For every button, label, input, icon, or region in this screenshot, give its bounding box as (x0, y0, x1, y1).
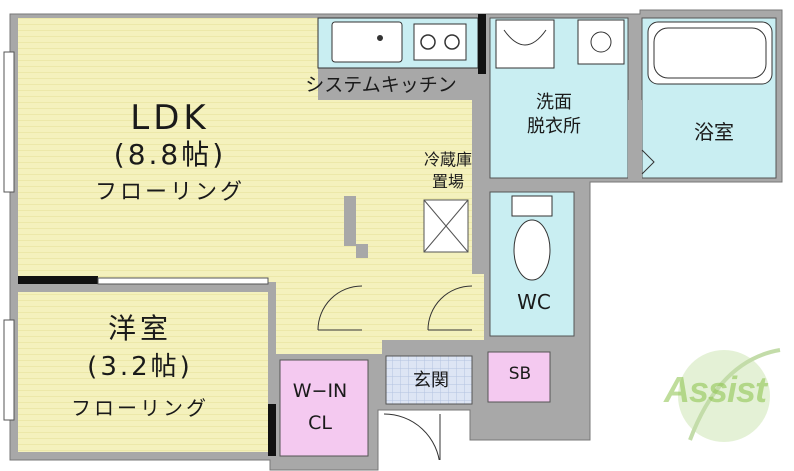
ldk-floor (18, 18, 472, 354)
entrance-label: 玄関 (413, 370, 449, 391)
ldk-name: LDK (130, 98, 210, 138)
closet-label-line1: W−IN (292, 380, 348, 402)
washroom-label-line2: 脱衣所 (527, 116, 581, 137)
assist-logo: Assist (663, 369, 767, 410)
kitchen-label: システムキッチン (305, 74, 457, 96)
ldk-size: (8.8帖) (113, 138, 227, 171)
ldk-flooring: フローリング (94, 180, 245, 205)
washroom-label-line1: 洗面 (536, 92, 572, 113)
western-room-size: (3.2帖) (87, 352, 193, 382)
western-room-name: 洋室 (107, 312, 172, 345)
assist-logo-emblem (678, 348, 781, 442)
western-room-floor (18, 292, 268, 452)
bathroom-label: 浴室 (694, 120, 734, 144)
fridge-label-line2: 置場 (431, 172, 464, 191)
closet-floor (279, 359, 369, 457)
shoe-box (487, 351, 551, 403)
toilet-label: WC (517, 290, 551, 314)
shoe-box-label: SB (508, 364, 532, 384)
closet-label-line2: CL (308, 412, 332, 434)
entrance-floor (385, 355, 473, 405)
fridge-label-line1: 冷蔵庫 (423, 150, 472, 169)
western-room-flooring: フローリング (71, 396, 209, 420)
